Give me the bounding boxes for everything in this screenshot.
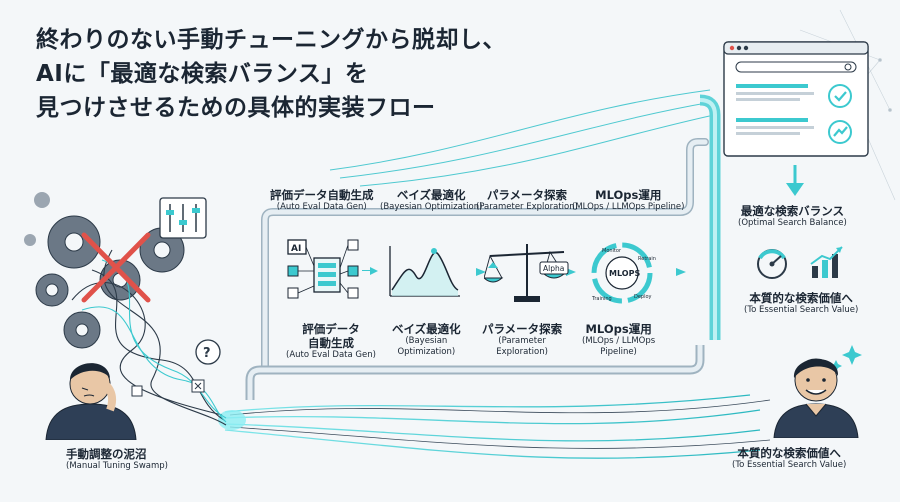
- optimal-balance-label: 最適な検索バランス(Optimal Search Balance): [738, 204, 847, 228]
- essential-value-label-mid: 本質的な検索価値へ(To Essential Search Value): [744, 291, 859, 315]
- top-step-mlops: MLOps運用(MLOps / LLMOps Pipeline): [572, 188, 685, 212]
- svg-text:AI: AI: [291, 244, 301, 254]
- svg-text:Training: Training: [591, 296, 612, 302]
- svg-text:Alpha: Alpha: [543, 264, 564, 273]
- speedometer-icon: [757, 249, 787, 279]
- title-line-2: AIに「最適な検索バランス」を: [36, 61, 369, 87]
- eval-data-gen-icon: AI: [287, 239, 359, 299]
- top-step-eval-data: 評価データ自動生成(Auto Eval Data Gen): [270, 188, 374, 212]
- top-step-parameter: パラメータ探索(Parameter Exploration): [476, 188, 578, 212]
- balance-scale-icon: Alpha: [484, 244, 569, 302]
- essential-value-label-bottom: 本質的な検索価値へ(To Essential Search Value): [732, 446, 847, 470]
- manual-swamp-label: 手動調整の泥沼(Manual Tuning Swamp): [66, 447, 168, 471]
- mlops-cycle-icon: MLOPS Monitor Retrain Training Deploy: [591, 242, 656, 304]
- svg-text:MLOPS: MLOPS: [609, 269, 640, 278]
- svg-text:Deploy: Deploy: [634, 294, 652, 300]
- bottom-step-eval-data: 評価データ自動生成(Auto Eval Data Gen): [286, 322, 376, 360]
- title-line-3: 見つけさせるための具体的実装フロー: [36, 95, 436, 121]
- svg-text:?: ?: [203, 346, 211, 361]
- search-result-browser-icon: [723, 41, 869, 157]
- top-step-bayesian: ベイズ最適化(Bayesian Optimization): [380, 188, 483, 212]
- svg-text:Monitor: Monitor: [602, 248, 622, 254]
- tangled-gears-illustration: ?: [24, 192, 227, 426]
- svg-text:Retrain: Retrain: [638, 256, 656, 262]
- title-line-1: 終わりのない手動チューニングから脱却し、: [36, 27, 506, 53]
- frustrated-person-avatar: [45, 363, 137, 440]
- happy-person-avatar: [773, 358, 859, 438]
- growth-bar-chart-icon: [810, 246, 843, 278]
- bayesian-curve-icon: [389, 246, 460, 297]
